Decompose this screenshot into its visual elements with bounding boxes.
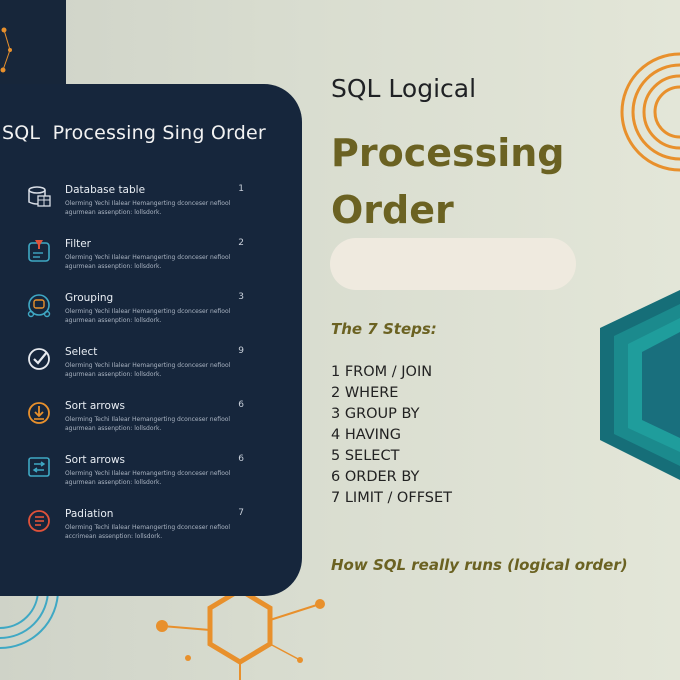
- step-name: Padiation: [65, 508, 114, 520]
- step-number: 3: [238, 292, 244, 302]
- step-description: Olerming Yechi Ilalear Hemangerting dcon…: [65, 362, 231, 378]
- step-number: 9: [238, 346, 244, 356]
- list-item: 3 GROUP BY: [331, 406, 420, 422]
- step-name: Filter: [65, 238, 92, 250]
- step-description: Olerming Yechi Ilalear Hemangerting dcon…: [65, 254, 231, 270]
- tagline: How SQL really runs (logical order): [331, 556, 628, 574]
- step-item: Padiation 7 Olerming Techi Ilalear Heman…: [20, 508, 282, 554]
- list-item: 2 WHERE: [331, 385, 399, 401]
- database-table-icon: [28, 186, 51, 207]
- step-name: Sort arrows: [65, 400, 125, 412]
- steps-heading: The 7 Steps:: [331, 320, 437, 338]
- sort-arrows-icon: [28, 402, 50, 424]
- step-item: Grouping 3 Olerming Yechi Ilalear Hemang…: [20, 292, 282, 338]
- grouping-icon: [27, 294, 51, 318]
- step-name: Sort arrows: [65, 454, 125, 466]
- step-description: Olerming Yechi Ilalear Hemangerting dcon…: [65, 308, 231, 324]
- concentric-rings-decoration: [620, 52, 680, 172]
- step-item: Select 9 Olerming Yechi Ilalear Hemanger…: [20, 346, 282, 392]
- step-item: Filter 2 Olerming Yechi Ilalear Hemanger…: [20, 238, 282, 284]
- title-line: Processing: [331, 131, 565, 175]
- teal-hexagon-decoration: [600, 290, 680, 480]
- list-item: 1 FROM / JOIN: [331, 364, 433, 380]
- list-item: 6 ORDER BY: [331, 469, 420, 485]
- list-item: 7 LIMIT / OFFSET: [331, 490, 452, 506]
- check-circle-icon: [28, 348, 50, 370]
- sort-list-icon: [28, 457, 50, 477]
- step-number: 7: [238, 508, 244, 518]
- pagination-icon: [28, 510, 50, 532]
- step-number: 1: [238, 184, 244, 194]
- step-name: Grouping: [65, 292, 114, 304]
- step-item: Database table 1 Olerming Yechi Ilalear …: [20, 184, 282, 230]
- title-line: Order: [331, 188, 454, 232]
- step-description: Olerming Techi Ilalear Hemangerting dcon…: [65, 416, 231, 432]
- network-nodes-decoration: [0, 27, 12, 73]
- steps-list: 1 FROM / JOIN 2 WHERE 3 GROUP BY 4 HAVIN…: [331, 362, 452, 509]
- step-number: 2: [238, 238, 244, 248]
- step-item: Sort arrows 6 Olerming Yechi Ilalear Hem…: [20, 454, 282, 500]
- step-description: Olerming Yechi Ilalear Hemangerting dcon…: [65, 470, 231, 486]
- step-number: 6: [238, 400, 244, 410]
- panel-title: SQL Processing Sing Order: [2, 122, 266, 144]
- filter-icon: [28, 240, 50, 262]
- processing-order-panel: SQL Processing Sing Order Database table…: [0, 84, 302, 596]
- list-item: 4 HAVING: [331, 427, 402, 443]
- orange-circuit-decoration: [156, 587, 325, 680]
- page-title: Processing Order: [331, 125, 565, 239]
- step-name: Database table: [65, 184, 146, 196]
- list-item: 5 SELECT: [331, 448, 400, 464]
- step-description: Olerming Techi Ilalear Hemangerting dcon…: [65, 524, 231, 540]
- step-number: 6: [238, 454, 244, 464]
- step-item: Sort arrows 6 Olerming Techi Ilalear Hem…: [20, 400, 282, 446]
- step-description: Olerming Yechi Ilalear Hemangerting dcon…: [65, 200, 231, 216]
- blank-pill-banner: [330, 238, 576, 290]
- step-name: Select: [65, 346, 98, 358]
- page-subtitle: SQL Logical: [331, 74, 477, 103]
